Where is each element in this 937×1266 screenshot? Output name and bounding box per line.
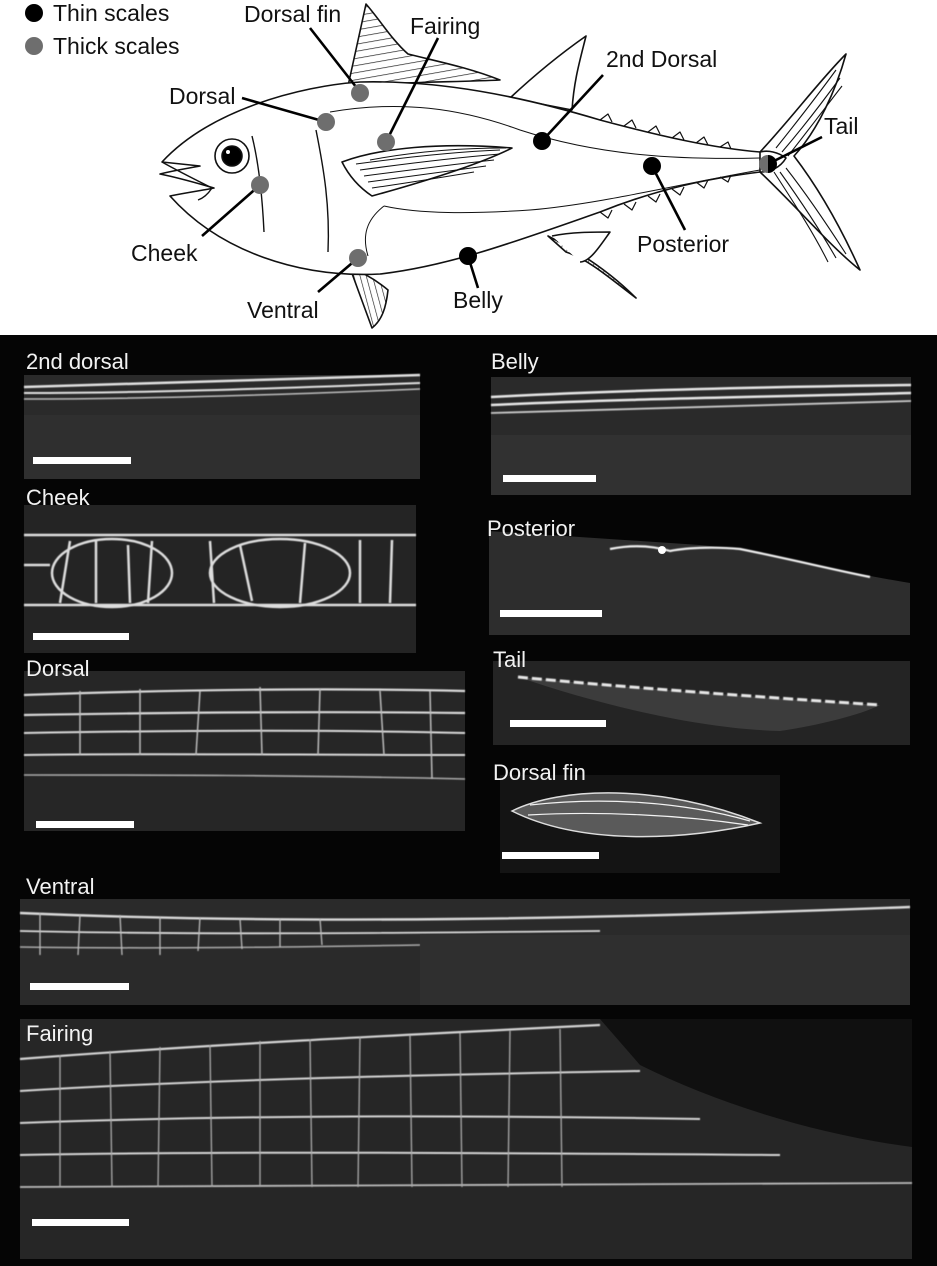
pelvic-fin [349, 267, 389, 329]
panel-title: Fairing [26, 1021, 93, 1046]
panel-title: 2nd dorsal [26, 349, 129, 374]
label-fairing: Fairing [410, 13, 480, 39]
panel-dorsal: Dorsal [23, 656, 466, 831]
point-tail-thick [759, 155, 768, 173]
panel-fairing: Fairing [19, 1019, 913, 1259]
label-dorsal: Dorsal [169, 83, 235, 109]
micrograph-grid: 2nd dorsal Belly Cheek [0, 335, 937, 1266]
label-belly: Belly [453, 287, 503, 313]
leader-lines [201, 27, 823, 293]
scale-bar [502, 852, 599, 859]
tuna-sampling-diagram: Thin scales Thick scales [25, 0, 861, 329]
legend-item-thin: Thin scales [25, 0, 169, 26]
panel-title: Dorsal fin [493, 760, 586, 785]
panel-title: Tail [493, 647, 526, 672]
point-belly [459, 247, 477, 265]
panel-title: Cheek [26, 485, 91, 510]
legend: Thin scales Thick scales [25, 0, 180, 59]
point-ventral [349, 249, 367, 267]
label-posterior: Posterior [637, 231, 729, 257]
scale-bar [33, 457, 131, 464]
label-second-dorsal: 2nd Dorsal [606, 46, 717, 72]
scale-bar [500, 610, 602, 617]
finlets [599, 113, 732, 219]
point-cheek [251, 176, 269, 194]
second-dorsal-fin [509, 35, 587, 111]
tuna-outline [159, 3, 861, 329]
point-posterior [643, 157, 661, 175]
panel-ventral: Ventral [19, 874, 911, 1005]
legend-label-thin: Thin scales [53, 0, 169, 26]
sampling-points [251, 84, 777, 267]
fish-body [159, 81, 769, 276]
point-second-dorsal [533, 132, 551, 150]
scale-bar [30, 983, 129, 990]
panel-title: Posterior [487, 516, 575, 541]
point-tail-thin [768, 155, 777, 173]
panel-title: Ventral [26, 874, 95, 899]
panel-belly: Belly [490, 349, 912, 495]
thick-scales-swatch [25, 37, 43, 55]
point-dorsal-fin [351, 84, 369, 102]
panel-second-dorsal: 2nd dorsal [23, 349, 421, 479]
label-ventral: Ventral [247, 297, 319, 323]
scale-bar [32, 1219, 129, 1226]
scale-bar [503, 475, 596, 482]
panel-posterior: Posterior [487, 516, 910, 635]
scale-bar [33, 633, 129, 640]
panel-title: Dorsal [26, 656, 90, 681]
panel-tail: Tail [493, 647, 910, 745]
label-tail: Tail [824, 113, 859, 139]
point-fairing [377, 133, 395, 151]
fish-labels: Dorsal fin Fairing 2nd Dorsal Dorsal Tai… [131, 1, 859, 323]
label-cheek: Cheek [131, 240, 198, 266]
point-dorsal [317, 113, 335, 131]
panel-title: Belly [491, 349, 539, 374]
legend-label-thick: Thick scales [53, 33, 180, 59]
legend-item-thick: Thick scales [25, 33, 180, 59]
panel-cheek: Cheek [24, 485, 416, 653]
thin-scales-swatch [25, 4, 43, 22]
label-dorsal-fin: Dorsal fin [244, 1, 341, 27]
scale-bar [36, 821, 134, 828]
panel-dorsal-fin: Dorsal fin [493, 760, 780, 873]
scale-bar [510, 720, 606, 727]
